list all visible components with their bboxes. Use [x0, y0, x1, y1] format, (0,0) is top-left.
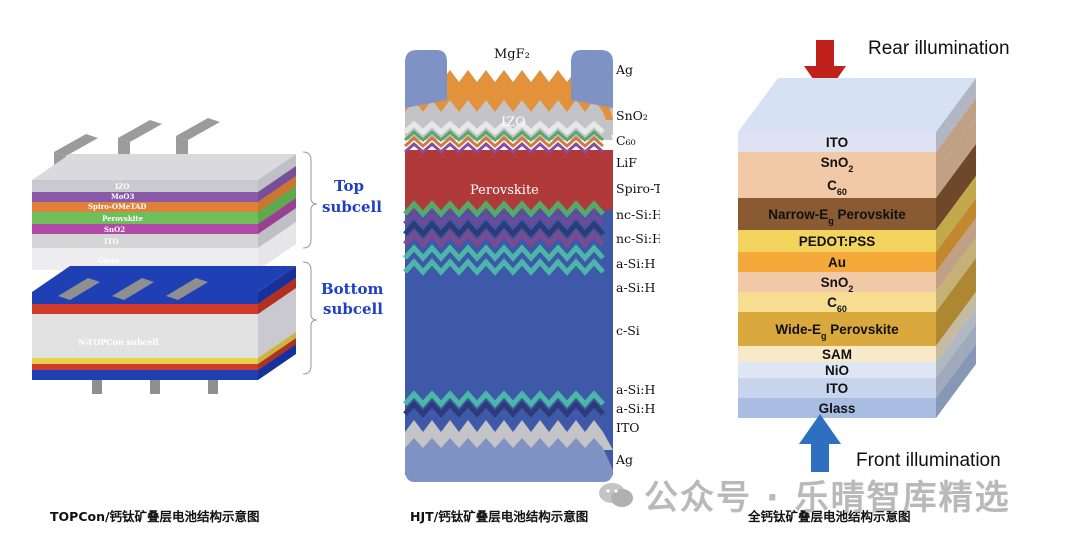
layer-label-11: ITO [826, 381, 848, 396]
layer-label-1: SnO2 [821, 155, 854, 174]
label-ag-top: Ag [615, 62, 633, 77]
top-subcell-label-1: Top [334, 177, 364, 195]
front-illumination-label: Front illumination [856, 450, 1001, 471]
label-ag-bottom: Ag [615, 452, 633, 467]
layer-label-perovskite: Perovskite [102, 214, 144, 223]
layer-side-5 [936, 198, 976, 272]
label-c-si: c-Si [616, 323, 640, 338]
layer-front-6 [738, 272, 936, 292]
layer-label-izo: IZO [115, 182, 129, 191]
layer-side-6 [936, 218, 976, 292]
layer-label-moo3: MoO3 [111, 192, 135, 201]
layer-front-10 [738, 362, 936, 378]
perovskite-label: Perovskite [470, 183, 539, 198]
layer-side-10 [936, 308, 976, 378]
watermark: 公众号 · 乐晴智库精选 [598, 470, 1011, 519]
watermark-text: 公众号 · 乐晴智库精选 [644, 478, 1011, 518]
label-a-si-p: a-Si:H (p) [616, 401, 660, 416]
hjt-diagram: MgF₂ IZO Perovskite Ag SnO₂ C₆₀ LiF Spir… [403, 47, 660, 482]
label-a-si-n: a-Si:H (n) [616, 256, 660, 271]
layer-side-2 [936, 118, 976, 198]
layer-side-11 [936, 324, 976, 398]
layer-label-12: Glass [819, 401, 856, 416]
bottom-subcell-label-2: subcell [323, 300, 383, 318]
hjt-right-labels: Ag SnO₂ C₆₀ LiF Spiro-TTB nc-Si:H (p+) n… [615, 62, 660, 467]
layer-side-8 [936, 258, 976, 346]
layer-label-5: Au [828, 255, 846, 270]
top-subcell-label-2: subcell [322, 198, 382, 216]
layer-front-4 [738, 230, 936, 252]
top-subcell-stack: IZO MoO3 Spiro-OMeTAD Perovskite SnO2 IT… [32, 154, 296, 270]
layer-label-spiro: Spiro-OMeTAD [88, 202, 147, 211]
layer-front-2 [738, 172, 936, 198]
layer-side-7 [936, 238, 976, 312]
bottom-subcell-stack: N-TOPCon subcell [32, 266, 296, 394]
hjt-stack [403, 50, 613, 482]
label-nc-si-n: nc-Si:H (n+) [616, 231, 660, 246]
rear-illumination-label: Rear illumination [868, 38, 1010, 59]
layer-label-ntopcon: N-TOPCon subcell [78, 337, 159, 347]
label-lif: LiF [616, 155, 637, 170]
layer-front-0 [738, 132, 936, 152]
layer-label-sno2: SnO2 [104, 225, 125, 234]
label-spiro-ttb: Spiro-TTB [616, 181, 660, 196]
label-ito: ITO [616, 420, 640, 435]
front-illumination-arrow [799, 414, 841, 472]
label-c60: C₆₀ [616, 133, 636, 148]
caption-hjt: HJT/钙钛矿叠层电池结构示意图 [410, 509, 589, 524]
layer-side-1 [936, 98, 976, 172]
layer-label-9: SAM [822, 347, 852, 362]
layer-side-0 [936, 78, 976, 152]
wechat-icon [599, 482, 633, 507]
layer-front-9 [738, 346, 936, 362]
layer-label-glass: Glass [98, 256, 119, 265]
layer-front-8 [738, 312, 936, 346]
topcon-diagram: IZO MoO3 Spiro-OMeTAD Perovskite SnO2 IT… [32, 118, 384, 394]
layer-front-1 [738, 152, 936, 172]
layer-front-11 [738, 378, 936, 398]
layer-label-6: SnO2 [821, 275, 854, 294]
caption-topcon: TOPCon/钙钛矿叠层电池结构示意图 [50, 509, 260, 524]
layer-front-12 [738, 398, 936, 418]
layer-label-8: Wide-Eg Perovskite [775, 322, 899, 341]
layer-label-ito: ITO [104, 237, 119, 246]
izo-label: IZO [501, 115, 526, 130]
layer-label-10: NiO [825, 363, 849, 378]
layer-side-9 [936, 292, 976, 362]
mgf2-label: MgF₂ [494, 47, 530, 62]
layer-label-4: PEDOT:PSS [799, 234, 876, 249]
layer-side-12 [936, 344, 976, 418]
layer-front-3 [738, 198, 936, 230]
bottom-subcell-brace [302, 261, 318, 375]
label-sno2: SnO₂ [616, 108, 648, 123]
label-nc-si-p: nc-Si:H (p+) [616, 207, 660, 222]
layer-label-3: Narrow-Eg Perovskite [768, 207, 906, 226]
bottom-subcell-label-1: Bottom [321, 280, 384, 298]
layer-label-0: ITO [826, 135, 848, 150]
label-a-si-i-bottom: a-Si:H (i) [616, 382, 660, 397]
layer-side-4 [936, 176, 976, 252]
layer-front-5 [738, 252, 936, 272]
caption-all-perovskite: 全钙钛矿叠层电池结构示意图 [748, 509, 911, 524]
top-subcell-brace [302, 151, 318, 249]
layer-front-7 [738, 292, 936, 312]
layer-side-3 [936, 144, 976, 230]
label-a-si-i-top: a-Si:H (i) [616, 280, 660, 295]
